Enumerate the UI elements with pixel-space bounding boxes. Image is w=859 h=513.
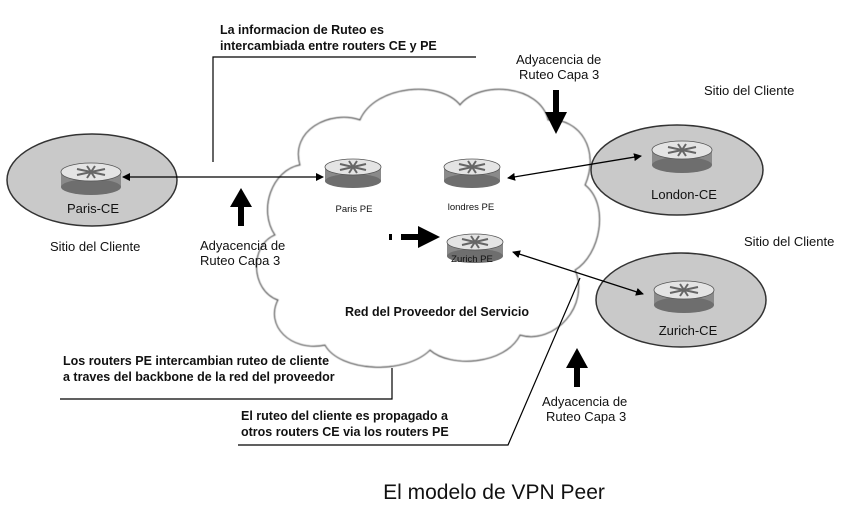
router-icon <box>324 158 382 188</box>
mid-note: Los routers PE intercambian ruteo de cli… <box>63 354 335 384</box>
bottom-note-leader <box>238 277 581 446</box>
router-icon <box>653 280 715 313</box>
london-link-arrow <box>507 153 642 181</box>
zurich-site-label: Sitio del Cliente <box>744 234 834 249</box>
londres-pe-label: londres PE <box>448 202 494 213</box>
bottom-note: El ruteo del cliente es propagado a otro… <box>241 409 451 439</box>
london-site-label: Sitio del Cliente <box>704 83 794 98</box>
london-ce-label: London-CE <box>651 187 717 202</box>
paris-ce-label: Paris-CE <box>67 201 119 216</box>
zurich-pe-label: Zurich PE <box>451 254 493 265</box>
adjacency-arrow-up <box>230 188 252 226</box>
zurich-ce-label: Zurich-CE <box>659 323 718 338</box>
zurich-link-arrow <box>512 250 644 296</box>
adjacency-label-top: Adyacencia de Ruteo Capa 3 <box>516 52 605 82</box>
provider-cloud: Red del Proveedor del Servicio <box>256 88 600 368</box>
router-icon <box>60 162 122 195</box>
top-note: La informacion de Ruteo es intercambiada… <box>220 23 437 53</box>
paris-pe-label: Paris PE <box>336 204 373 215</box>
figure-caption: El modelo de VPN Peer <box>383 481 605 504</box>
provider-network-label: Red del Proveedor del Servicio <box>345 305 529 319</box>
router-icon <box>443 158 501 188</box>
mid-note-leader <box>60 368 393 400</box>
adjacency-label-left: Adyacencia de Ruteo Capa 3 <box>200 238 289 268</box>
adjacency-arrow-down <box>545 90 567 134</box>
router-icon <box>446 233 504 263</box>
router-icon <box>651 140 713 173</box>
adjacency-label-bottom: Adyacencia de Ruteo Capa 3 <box>542 394 631 424</box>
top-note-leader <box>212 56 476 162</box>
adjacency-arrow-up <box>566 348 588 387</box>
backbone-arrow-right <box>389 226 440 248</box>
paris-site-label: Sitio del Cliente <box>50 239 140 254</box>
